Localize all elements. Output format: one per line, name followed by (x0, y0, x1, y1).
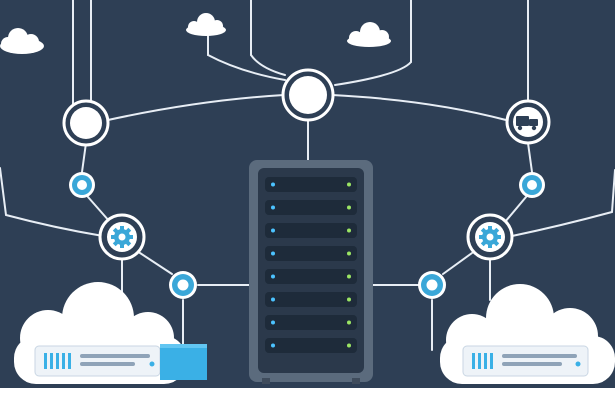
server-foot (352, 378, 360, 384)
usb-device-icon (160, 344, 207, 380)
line-cloud-curve (207, 54, 286, 81)
line-hub-left (107, 94, 285, 121)
server-slots (265, 177, 357, 353)
server-unit-right (462, 345, 589, 377)
line-left-1 (81, 142, 87, 173)
gear-icon (69, 172, 95, 198)
line-right-1 (527, 142, 533, 173)
line-top-mid-curve (250, 54, 286, 76)
network-hub-icon (281, 68, 335, 122)
gear-icon (418, 271, 446, 299)
line-left-3 (139, 252, 173, 275)
gear-icon (519, 172, 545, 198)
truck-node (505, 99, 551, 145)
line-left-2 (87, 196, 111, 223)
server-leds-blue (271, 182, 275, 348)
line-right-2 (504, 196, 527, 223)
bottom-strip (0, 388, 615, 410)
server-foot (262, 378, 270, 384)
server-unit-left (34, 345, 161, 377)
truck-icon (516, 116, 538, 131)
gear-icon (98, 213, 146, 261)
cloud-icon (186, 13, 226, 36)
gear-icon (169, 271, 197, 299)
cloud-icon (0, 28, 44, 54)
line-right-3 (442, 252, 473, 275)
line-hub-right (331, 94, 507, 121)
connection-lines (0, 0, 615, 351)
line-right-edge (511, 169, 615, 237)
server-rack-icon (249, 160, 373, 384)
line-left-edge (0, 167, 104, 237)
cloud-icon (347, 22, 391, 47)
line-top-right-curve (334, 61, 412, 86)
left-node (62, 99, 110, 147)
server-leds-green (347, 182, 351, 348)
gear-icon (466, 213, 514, 261)
